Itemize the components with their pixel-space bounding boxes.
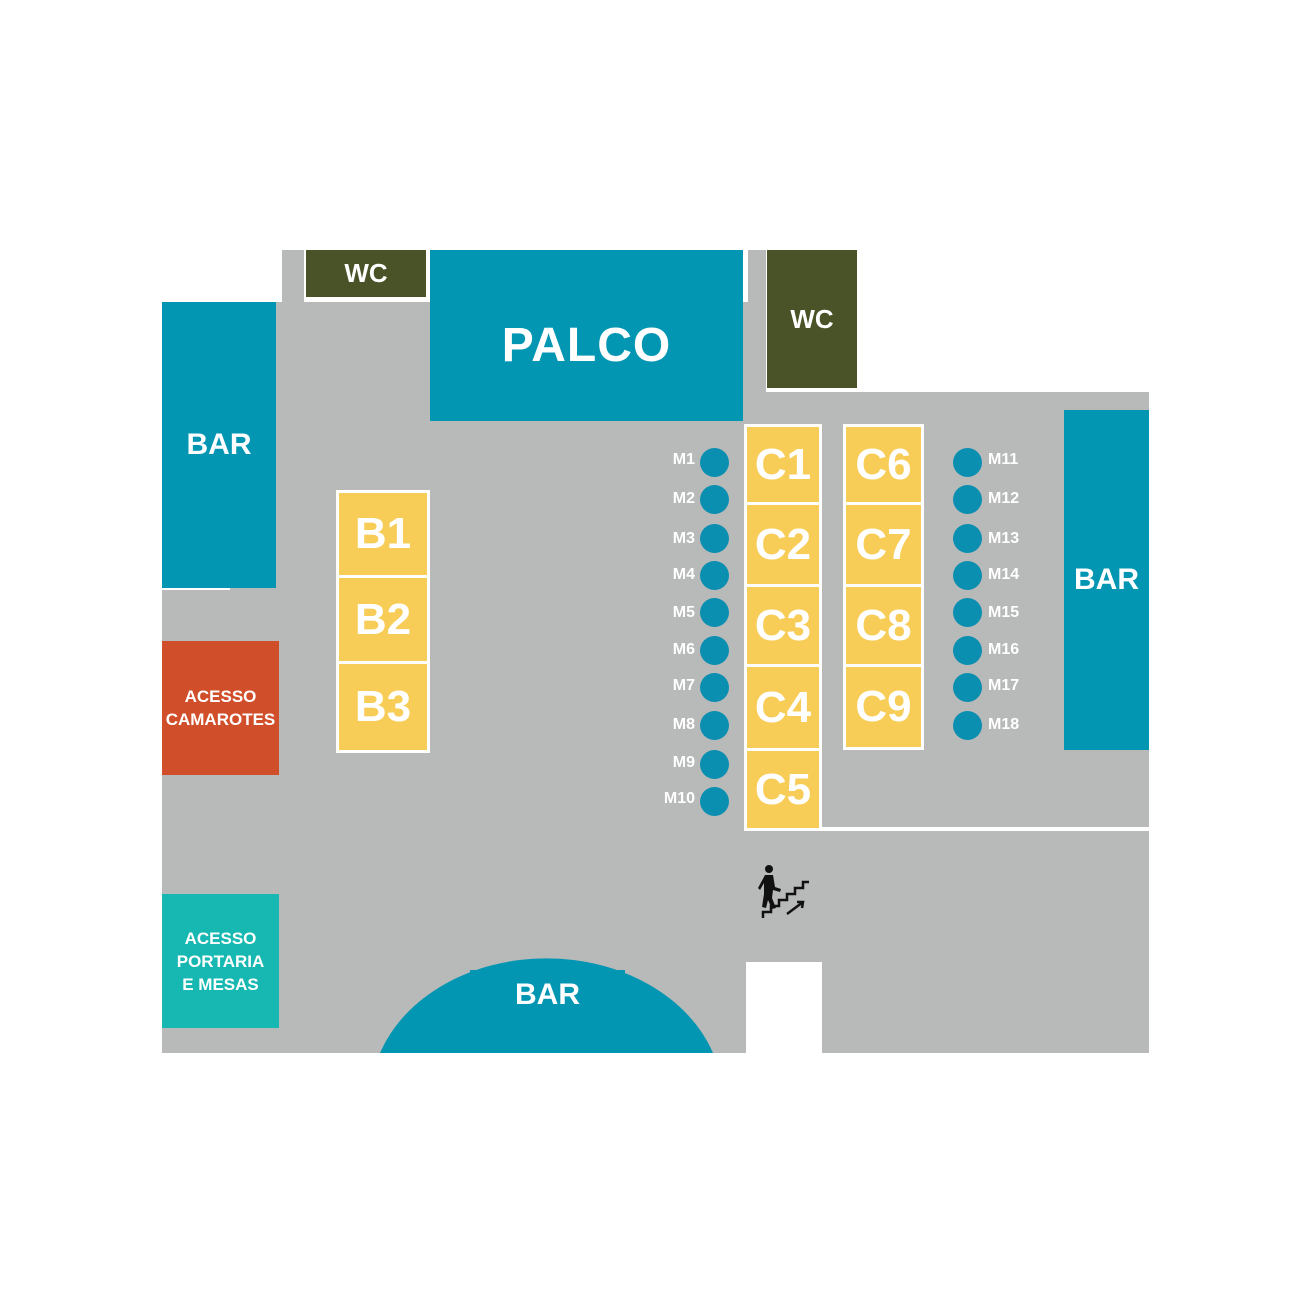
table-m2-label: M2 [672, 490, 695, 507]
section-b1[interactable]: B1 [336, 490, 430, 578]
table-m17[interactable] [953, 673, 982, 702]
table-m1[interactable] [700, 448, 729, 477]
table-m13[interactable] [953, 524, 982, 553]
section-c9-label: C9 [855, 682, 912, 731]
table-m16-label: M16 [988, 641, 1020, 658]
section-b3[interactable]: B3 [336, 661, 430, 753]
section-c8[interactable]: C8 [843, 584, 924, 667]
section-b1-label: B1 [354, 509, 412, 558]
table-m15[interactable] [953, 598, 982, 627]
section-c2-label: C2 [754, 519, 812, 569]
table-m15-label: M15 [988, 604, 1020, 621]
table-m10-label: M10 [663, 790, 695, 807]
table-m7[interactable] [700, 673, 729, 702]
table-m6-label: M6 [672, 641, 695, 658]
table-m3[interactable] [700, 524, 729, 553]
table-m18[interactable] [953, 711, 982, 740]
acesso-camarotes: ACESSO CAMAROTES [162, 641, 279, 775]
stairs-up-icon [758, 865, 809, 918]
bar-left: BAR [162, 302, 276, 588]
table-m4[interactable] [700, 561, 729, 590]
bar-bottom-label-box: BAR [470, 970, 625, 1020]
acesso-portaria-line1: ACESSO [184, 928, 257, 948]
table-m18-label: M18 [988, 716, 1020, 733]
table-m17-label: M17 [988, 677, 1020, 694]
table-m3-label: M3 [672, 530, 695, 547]
table-m7-label: M7 [672, 677, 695, 694]
table-m4-label: M4 [672, 566, 695, 583]
acesso-portaria-line3: E MESAS [182, 974, 259, 994]
table-m11-label: M11 [988, 451, 1019, 468]
table-m12[interactable] [953, 485, 982, 514]
table-m16[interactable] [953, 636, 982, 665]
bar-right-label: BAR [1074, 563, 1139, 596]
section-c8-label: C8 [855, 600, 912, 650]
acesso-portaria: ACESSO PORTARIA E MESAS [162, 894, 279, 1028]
section-c3-label: C3 [754, 600, 812, 650]
stair-opening [746, 962, 822, 1056]
section-c6[interactable]: C6 [843, 424, 924, 505]
floor-top-middle-strip [748, 250, 766, 425]
wc-right-label: WC [790, 303, 834, 334]
floor-divider-line [820, 827, 1149, 831]
table-m6[interactable] [700, 636, 729, 665]
bar-left-label: BAR [186, 428, 252, 461]
section-c6-label: C6 [855, 439, 912, 489]
palco-label: PALCO [501, 319, 672, 372]
palco-stage: PALCO [430, 250, 743, 421]
table-m9[interactable] [700, 750, 729, 779]
table-m8[interactable] [700, 711, 729, 740]
section-c4[interactable]: C4 [744, 664, 822, 751]
table-m11[interactable] [953, 448, 982, 477]
section-c9[interactable]: C9 [843, 664, 924, 750]
bar-right: BAR [1064, 410, 1149, 750]
wc-right: WC [767, 250, 857, 388]
section-c2[interactable]: C2 [744, 502, 822, 587]
section-c5[interactable]: C5 [744, 748, 822, 831]
table-m5[interactable] [700, 598, 729, 627]
section-c5-label: C5 [754, 764, 812, 814]
section-c7-label: C7 [855, 519, 912, 569]
table-m14[interactable] [953, 561, 982, 590]
table-m14-label: M14 [988, 566, 1020, 583]
table-m13-label: M13 [988, 530, 1020, 547]
acesso-portaria-line2: PORTARIA [176, 951, 265, 971]
section-b2[interactable]: B2 [336, 575, 430, 664]
table-m2[interactable] [700, 485, 729, 514]
wc-left-label: WC [344, 258, 388, 288]
bar-bottom-label: BAR [515, 978, 580, 1011]
section-b2-label: B2 [354, 594, 412, 644]
table-m9-label: M9 [672, 754, 695, 771]
table-m12-label: M12 [988, 490, 1020, 507]
section-c1-label: C1 [754, 439, 812, 489]
table-m10[interactable] [700, 787, 729, 816]
section-c4-label: C4 [754, 682, 812, 732]
acesso-camarotes-line2: CAMAROTES [165, 710, 276, 729]
floor-top-left-strip [282, 250, 304, 302]
section-c1[interactable]: C1 [744, 424, 822, 505]
section-c3[interactable]: C3 [744, 584, 822, 667]
table-m8-label: M8 [672, 716, 695, 733]
section-c7[interactable]: C7 [843, 502, 924, 587]
wc-left: WC [306, 250, 426, 297]
floor-main [230, 302, 748, 1053]
table-m1-label: M1 [672, 451, 695, 468]
table-m5-label: M5 [672, 604, 695, 621]
acesso-camarotes-line1: ACESSO [184, 687, 257, 706]
section-b3-label: B3 [354, 682, 412, 731]
